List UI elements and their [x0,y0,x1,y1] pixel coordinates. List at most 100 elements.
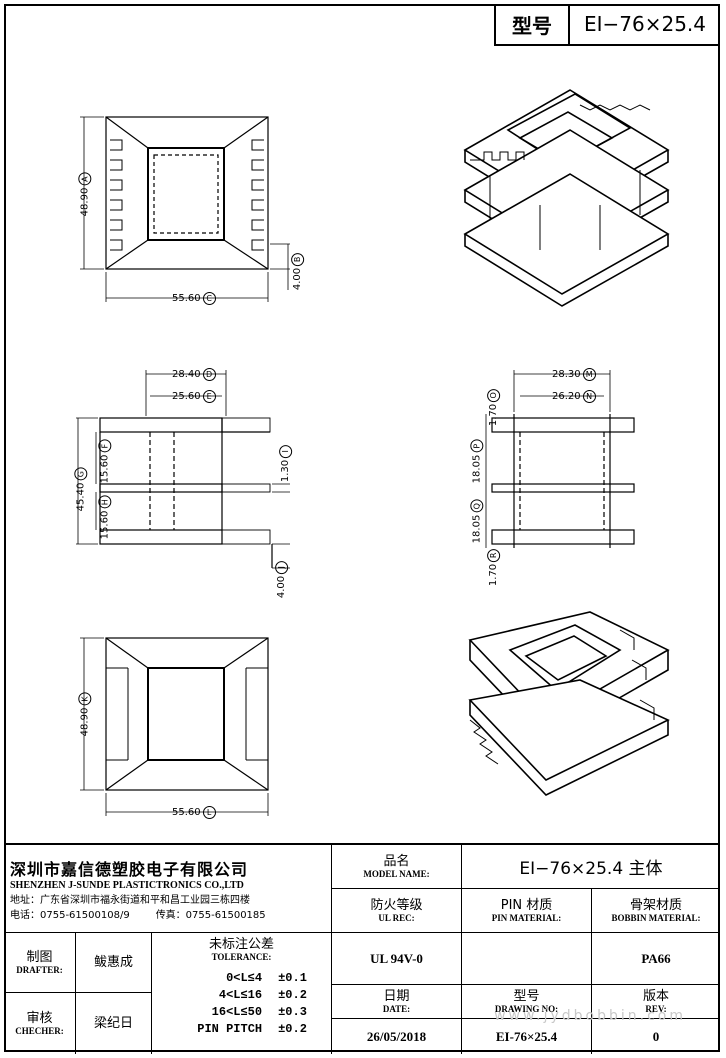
dimension-tag: H [98,495,112,509]
company-name-en: SHENZHEN J-SUNDE PLASTICTRONICS CO.,LTD [10,880,244,891]
model-name-label-cell: 品名 MODEL NAME: [332,845,462,889]
company-phone: 电话：0755-61500108/9 [10,910,130,921]
tolerance-range: 16<L≤50 [211,1005,263,1019]
model-name-cn: 品名 [383,854,410,869]
model-name-value: EI−76×25.4 主体 [519,859,663,879]
tolerance-row: PIN PITCH ±0.2 [176,1021,307,1038]
tolerance-value: ±0.3 [278,1005,307,1019]
bobbin-material-value-cell: PA66 [592,933,720,985]
tolerance-value: ±0.2 [278,988,307,1002]
model-header-value: EI−76×25.4 [583,12,707,36]
dimension-tag: E [202,390,216,403]
dim-top-height: 48.90A [72,172,92,216]
model-name-value-cell: EI−76×25.4 主体 [462,845,720,889]
drawing-no-value: EI-76×25.4 [495,1028,558,1044]
date-value-cell: 26/05/2018 [332,1019,462,1054]
drafter-cn: 制图 [26,950,53,965]
dimension-tag: J [275,560,289,574]
rev-value-cell: 0 [592,1019,720,1054]
dimension-tag: G [74,467,88,481]
drawing-frame [4,4,720,1052]
model-header: 型号 EI−76×25.4 [494,4,720,46]
title-block: 深圳市嘉信德塑胶电子有限公司 SHENZHEN J-SUNDE PLASTICT… [4,843,720,1054]
pin-material-en: PIN MATERIAL: [491,913,562,923]
dim-front-flange: 1.30I [273,444,293,482]
dimension-tag: Q [470,499,484,513]
tolerance-range: 0<L≤4 [226,971,263,985]
tolerance-cn: 未标注公差 [208,937,274,952]
dim-front-pin: 4.00J [269,560,289,598]
dim-side-upper: 18.05P [464,439,484,483]
dimension-tag: L [202,806,216,819]
ul-rec-label-cell: 防火等级 UL REC: [332,889,462,933]
dimension-tag: C [202,292,216,305]
top-view [80,116,290,302]
rev-cn: 版本 [642,989,669,1004]
dimension-tag: B [291,252,305,266]
drawing-no-label-cell: 型号 DRAWING NO: [462,985,592,1019]
drafter-value-cell: 鲅惠成 [76,933,152,993]
dimension-tag: K [78,692,92,706]
dimension-tag: I [279,444,293,458]
tolerance-row: 16<L≤50 ±0.3 [176,1004,307,1021]
bobbin-material-cn: 骨架材质 [629,898,682,913]
tolerance-value: ±0.1 [278,971,307,985]
tolerance-row: 4<L≤16 ±0.2 [176,987,307,1004]
dimension-tag: M [582,368,596,381]
checker-value-cell: 梁纪日 [76,993,152,1054]
isometric-view-bottom [468,611,670,796]
checker-en: CHECHER: [15,1026,64,1036]
dimension-tag: O [487,388,501,402]
dim-front-total: 45.40G [68,467,88,511]
pin-material-value-cell [462,933,592,985]
dim-side-top: 1.70O [481,388,501,426]
date-cn: 日期 [383,989,410,1004]
dim-front-upper: 15.60F [92,439,112,483]
date-en: DATE: [382,1004,411,1014]
rev-label-cell: 版本 REV: [592,985,720,1019]
drafter-label-cell: 制图 DRAFTER: [4,933,76,993]
ul-rec-en: UL REC: [378,913,415,923]
dim-side-lower: 18.05Q [464,499,484,543]
drafter-value: 鲅惠成 [93,955,133,970]
dim-front-lower: 15.60H [92,495,112,539]
tolerance-en: TOLERANCE: [211,952,272,962]
dimension-tag: F [98,439,112,453]
rev-en: REV: [645,1004,667,1014]
drawing-no-cn: 型号 [513,989,540,1004]
ul-rec-cn: 防火等级 [370,898,423,913]
dimension-tag: D [202,368,216,381]
front-view [76,370,290,569]
tolerance-row: 0<L≤4 ±0.1 [176,970,307,987]
checker-value: 梁纪日 [93,1016,133,1031]
dimension-tag: P [470,439,484,453]
bottom-view [80,637,269,816]
dimension-tag: N [582,390,596,403]
drafter-en: DRAFTER: [16,965,63,975]
model-name-en: MODEL NAME: [363,869,430,879]
tolerance-value: ±0.2 [278,1022,307,1036]
rev-value: 0 [652,1028,660,1044]
dim-top-step: 4.00B [285,252,305,290]
date-value: 26/05/2018 [366,1028,427,1044]
drawing-no-en: DRAWING NO: [494,1004,559,1014]
dim-side-bottom: 1.70R [481,548,501,586]
pin-material-cn: PIN 材质 [500,898,553,913]
bobbin-material-value: PA66 [641,950,671,966]
watermark: www.jydbobbin.com [494,1008,686,1024]
tolerance-range: PIN PITCH [197,1022,263,1036]
dimension-tag: A [78,172,92,186]
drawing-no-value-cell: EI-76×25.4 [462,1019,592,1054]
tolerance-range: 4<L≤16 [218,988,263,1002]
model-header-label: 型号 [496,4,570,44]
ul-rec-value-cell: UL 94V-0 [332,933,462,985]
checker-label-cell: 审核 CHECHER: [4,993,76,1054]
date-label-cell: 日期 DATE: [332,985,462,1019]
